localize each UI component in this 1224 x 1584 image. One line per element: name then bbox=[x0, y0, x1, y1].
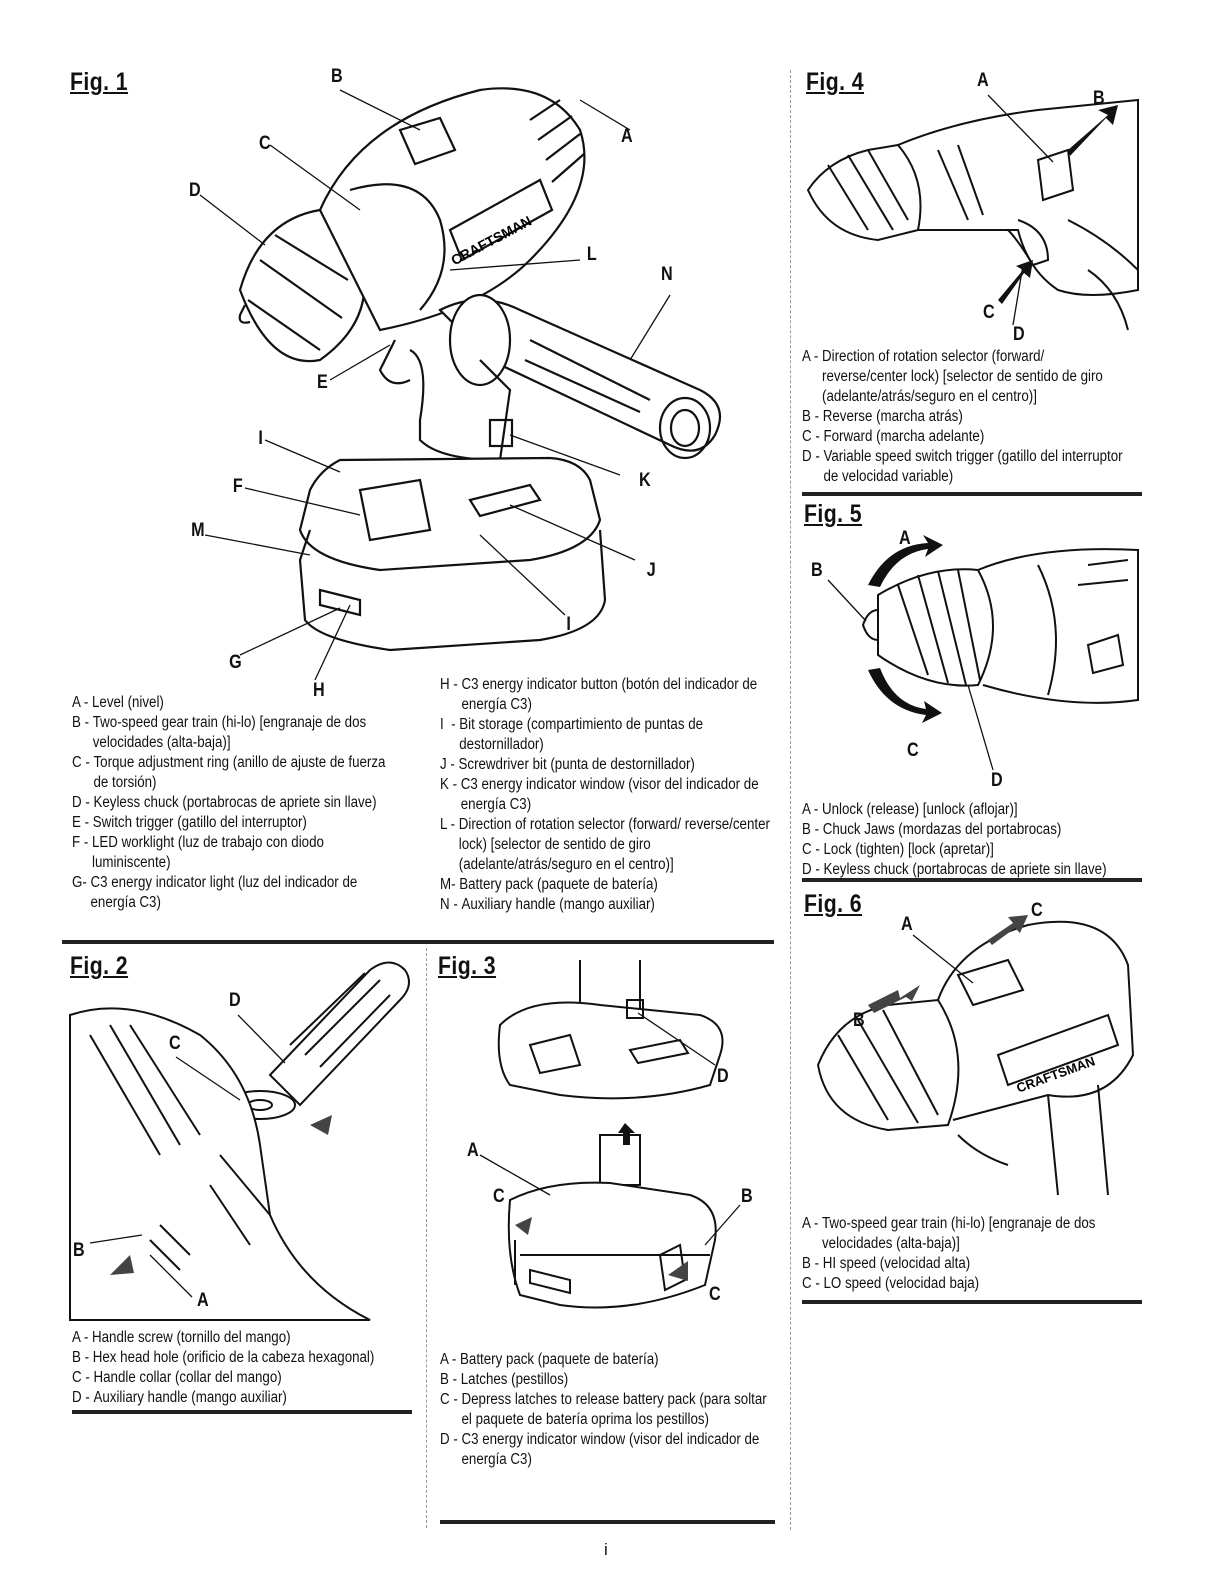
fig6-callout-c: C bbox=[1031, 900, 1043, 921]
legend-item: B - Latches (pestillos) bbox=[440, 1371, 569, 1388]
fig3-bottom-rule bbox=[440, 1520, 775, 1524]
legend-item: C - Depress latches to release battery p… bbox=[440, 1391, 767, 1428]
fig1-drill-illustration: CRAFTSMAN bbox=[199, 87, 722, 681]
fig1-title: Fig. 1 bbox=[70, 68, 129, 96]
fig2-callout-a: A bbox=[197, 1290, 209, 1311]
fig3-legend: A - Battery pack (paquete de batería) B … bbox=[440, 1350, 767, 1470]
fig1-callout-h: H bbox=[313, 680, 325, 701]
fig4-callout-d: D bbox=[1013, 324, 1025, 345]
legend-item: A - Direction of rotation selector (forw… bbox=[802, 348, 1103, 405]
fig2-handle-illustration bbox=[69, 961, 410, 1321]
legend-item: N - Auxiliary handle (mango auxiliar) bbox=[440, 896, 655, 913]
fig1-callout-a: A bbox=[621, 126, 633, 147]
column-divider-right bbox=[790, 70, 791, 1530]
fig2-title: Fig. 2 bbox=[70, 952, 129, 980]
legend-item: E - Switch trigger (gatillo del interrup… bbox=[72, 814, 307, 831]
fig5-legend: A - Unlock (release) [unlock (aflojar)] … bbox=[802, 800, 1133, 880]
legend-item: C - Torque adjustment ring (anillo de aj… bbox=[72, 754, 386, 791]
fig6-bottom-rule bbox=[802, 1300, 1142, 1304]
legend-item: D - Keyless chuck (portabrocas de apriet… bbox=[802, 861, 1107, 878]
fig1-callout-k: K bbox=[639, 470, 651, 491]
fig5-callout-c: C bbox=[907, 740, 919, 761]
fig4-legend: A - Direction of rotation selector (forw… bbox=[802, 347, 1133, 487]
legend-item: C - Handle collar (collar del mango) bbox=[72, 1369, 282, 1386]
fig1-callout-b: B bbox=[331, 66, 343, 87]
fig2-bottom-rule bbox=[72, 1410, 412, 1414]
fig3-title: Fig. 3 bbox=[438, 952, 497, 980]
fig6-legend: A - Two-speed gear train (hi-lo) [engran… bbox=[802, 1214, 1142, 1294]
page-number: i bbox=[604, 1540, 608, 1559]
legend-item: J - Screwdriver bit (punta de destornill… bbox=[440, 756, 695, 773]
legend-item: C - Forward (marcha adelante) bbox=[802, 428, 985, 445]
legend-item: B - HI speed (velocidad alta) bbox=[802, 1255, 971, 1272]
legend-item: G- C3 energy indicator light (luz del in… bbox=[72, 874, 358, 911]
fig1-callout-f: F bbox=[232, 476, 243, 497]
fig1-callout-c: C bbox=[259, 133, 271, 154]
fig1-callout-l: L bbox=[586, 244, 597, 265]
legend-item: D - C3 energy indicator window (visor de… bbox=[440, 1431, 760, 1468]
fig1-callout-g: G bbox=[229, 652, 242, 673]
legend-item: C - Lock (tighten) [lock (apretar)] bbox=[802, 841, 994, 858]
fig1-legend-col1: A - Level (nivel) B - Two-speed gear tra… bbox=[72, 693, 395, 913]
fig5-callout-a: A bbox=[899, 528, 911, 549]
fig3-callout-b: B bbox=[741, 1186, 753, 1207]
fig1-callout-i-top: I bbox=[258, 428, 263, 449]
fig5-bottom-rule bbox=[802, 878, 1142, 882]
fig1-callout-i-bottom: I bbox=[566, 614, 571, 635]
legend-item: B - Chuck Jaws (mordazas del portabrocas… bbox=[802, 821, 1062, 838]
fig2-legend: A - Handle screw (tornillo del mango) B … bbox=[72, 1328, 425, 1408]
legend-item: D - Keyless chuck (portabrocas de apriet… bbox=[72, 794, 377, 811]
fig5-callout-d: D bbox=[991, 770, 1003, 791]
legend-item: I - Bit storage (compartimiento de punta… bbox=[440, 716, 704, 753]
fig6-callout-a: A bbox=[901, 914, 913, 935]
fig5-chuck-illustration bbox=[827, 535, 1139, 771]
legend-item: C - LO speed (velocidad baja) bbox=[802, 1275, 980, 1292]
fig6-speed-switch-illustration: CRAFTSMAN bbox=[816, 915, 1135, 1196]
legend-item: B - Hex head hole (orificio de la cabeza… bbox=[72, 1349, 375, 1366]
legend-item: A - Battery pack (paquete de batería) bbox=[440, 1351, 659, 1368]
legend-item: B - Reverse (marcha atrás) bbox=[802, 408, 963, 425]
fig4-callout-c: C bbox=[983, 302, 995, 323]
fig4-title: Fig. 4 bbox=[806, 68, 865, 96]
legend-item: K - C3 energy indicator window (visor de… bbox=[440, 776, 759, 813]
fig3-callout-d: D bbox=[717, 1066, 729, 1087]
fig1-callout-d: D bbox=[189, 180, 201, 201]
legend-item: D - Variable speed switch trigger (gatil… bbox=[802, 448, 1123, 485]
fig4-bottom-rule bbox=[802, 492, 1142, 496]
fig4-callout-b: B bbox=[1093, 88, 1105, 109]
legend-item: L - Direction of rotation selector (forw… bbox=[440, 816, 770, 873]
legend-item: D - Auxiliary handle (mango auxiliar) bbox=[72, 1389, 287, 1406]
fig6-title: Fig. 6 bbox=[804, 890, 863, 918]
fig1-callout-e: E bbox=[316, 372, 328, 393]
fig5-title: Fig. 5 bbox=[804, 500, 863, 528]
fig4-callout-a: A bbox=[977, 70, 989, 91]
legend-item: A - Handle screw (tornillo del mango) bbox=[72, 1329, 291, 1346]
fig1-legend-col2: H - C3 energy indicator button (botón de… bbox=[440, 675, 772, 915]
fig2-callout-b: B bbox=[73, 1240, 85, 1261]
fig4-direction-selector-illustration bbox=[806, 94, 1139, 331]
legend-item: A - Two-speed gear train (hi-lo) [engran… bbox=[802, 1215, 1096, 1252]
column-divider-middle bbox=[426, 948, 427, 1528]
legend-item: B - Two-speed gear train (hi-lo) [engran… bbox=[72, 714, 367, 751]
legend-item: M- Battery pack (paquete de batería) bbox=[440, 876, 658, 893]
legend-item: H - C3 energy indicator button (botón de… bbox=[440, 676, 758, 713]
fig1-callout-m: M bbox=[191, 520, 205, 541]
fig2-callout-c: C bbox=[169, 1033, 181, 1054]
fig3-callout-c-right: C bbox=[709, 1284, 721, 1305]
fig1-callout-n: N bbox=[661, 264, 673, 285]
fig3-callout-a: A bbox=[467, 1140, 479, 1161]
legend-item: A - Unlock (release) [unlock (aflojar)] bbox=[802, 801, 1018, 818]
fig5-callout-b: B bbox=[811, 560, 823, 581]
fig3-battery-illustration bbox=[479, 960, 741, 1309]
fig1-bottom-rule bbox=[62, 940, 774, 944]
fig6-callout-b: B bbox=[853, 1010, 865, 1031]
fig1-callout-j: J bbox=[646, 560, 656, 581]
legend-item: A - Level (nivel) bbox=[72, 694, 164, 711]
legend-item: F - LED worklight (luz de trabajo con di… bbox=[72, 834, 324, 871]
fig2-callout-d: D bbox=[229, 990, 241, 1011]
fig3-callout-c-left: C bbox=[493, 1186, 505, 1207]
